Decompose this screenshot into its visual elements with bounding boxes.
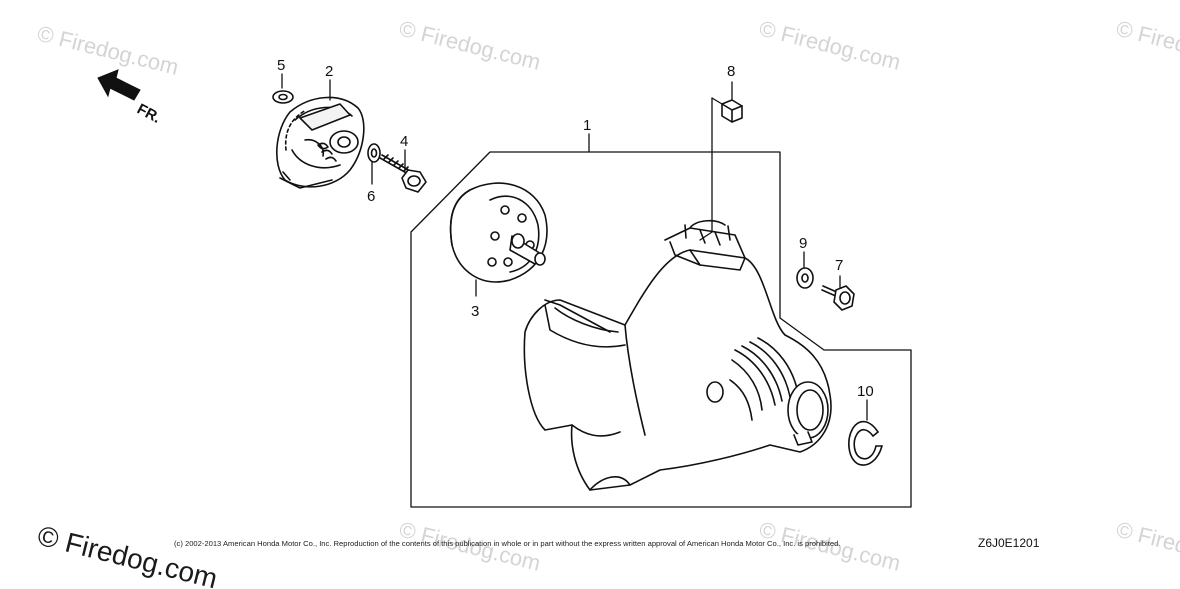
callout-8: 8: [727, 63, 735, 80]
copyright-notice: (c) 2002-2013 American Honda Motor Co., …: [174, 539, 841, 548]
watermark-corner: © Firedog.com: [35, 520, 221, 589]
bolt-7: [821, 285, 855, 311]
callout-10: 10: [857, 383, 874, 400]
washer-9: [796, 267, 814, 289]
callout-7: 7: [835, 257, 843, 274]
leader-lines: [281, 73, 868, 421]
watermark-2: © Firedog.com: [397, 16, 543, 75]
callout-9: 9: [799, 235, 807, 252]
watermark-3: © Firedog.com: [757, 16, 903, 75]
nut-8: [721, 99, 743, 123]
watermark-4: © Firedog.com: [1114, 16, 1180, 75]
callout-2: 2: [325, 63, 333, 80]
callout-4: 4: [400, 133, 408, 150]
direction-label: FR.: [134, 101, 163, 127]
callout-3: 3: [471, 303, 479, 320]
callout-5: 5: [277, 57, 285, 74]
washer-5: [272, 90, 294, 104]
washer-6-hole: [370, 148, 378, 158]
watermark-group: © Firedog.com © Firedog.com © Firedog.co…: [35, 16, 1180, 576]
watermark-7: © Firedog.com: [1114, 517, 1180, 576]
callout-labels: 1 2 3 4 5 6 7 8 9 10: [277, 57, 874, 400]
front-direction-arrow-icon: FR.: [97, 69, 163, 127]
clutch-drum: [449, 182, 548, 283]
clutch-case: [523, 219, 832, 491]
assembly-bracket: [410, 151, 912, 508]
clutch-shoe-assembly: [275, 96, 365, 189]
drawing-id: Z6J0E1201: [978, 536, 1040, 550]
callout-1: 1: [583, 117, 591, 134]
watermark-1: © Firedog.com: [35, 21, 181, 80]
washer-9-hole: [801, 273, 809, 283]
washer-6: [367, 143, 381, 163]
bolt-4: [379, 154, 427, 193]
circlip-10: [848, 420, 883, 466]
callout-6: 6: [367, 188, 375, 205]
washer-5-hole: [278, 93, 288, 101]
